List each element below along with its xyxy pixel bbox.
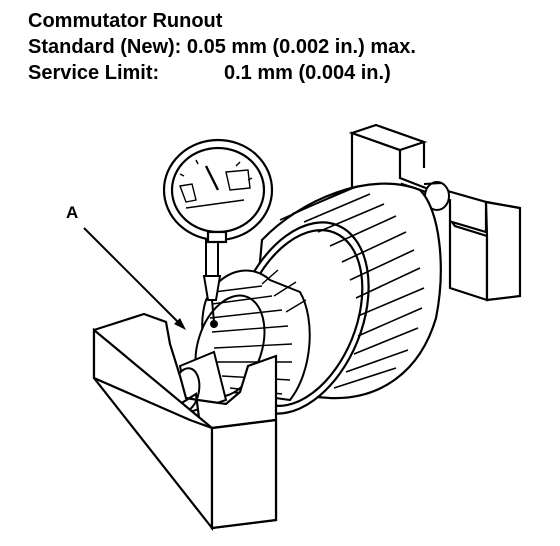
- dial-indicator: [162, 138, 274, 244]
- callout-arrowhead: [174, 318, 186, 330]
- armature-slots: [279, 185, 425, 389]
- standard-value: 0.05 mm (0.002 in.) max.: [186, 36, 416, 58]
- service-limit-label: Service Limit:: [28, 62, 160, 84]
- shaft-rear: [423, 181, 450, 211]
- spec-title: Commutator Runout: [28, 10, 223, 32]
- standard-spec-line: Standard (New): 0.05 mm (0.002 in.) max.: [28, 34, 416, 60]
- spec-block: Commutator Runout Standard (New): 0.05 m…: [28, 8, 416, 86]
- v-block-front: [92, 312, 278, 532]
- service-limit-value: 0.1 mm (0.004 in.): [224, 62, 391, 84]
- callout-leader-line: [83, 227, 183, 327]
- service-limit-line: Service Limit: 0.1 mm (0.004 in.): [28, 60, 416, 86]
- callout-a-label: A: [66, 203, 79, 222]
- standard-label: Standard (New):: [28, 36, 182, 58]
